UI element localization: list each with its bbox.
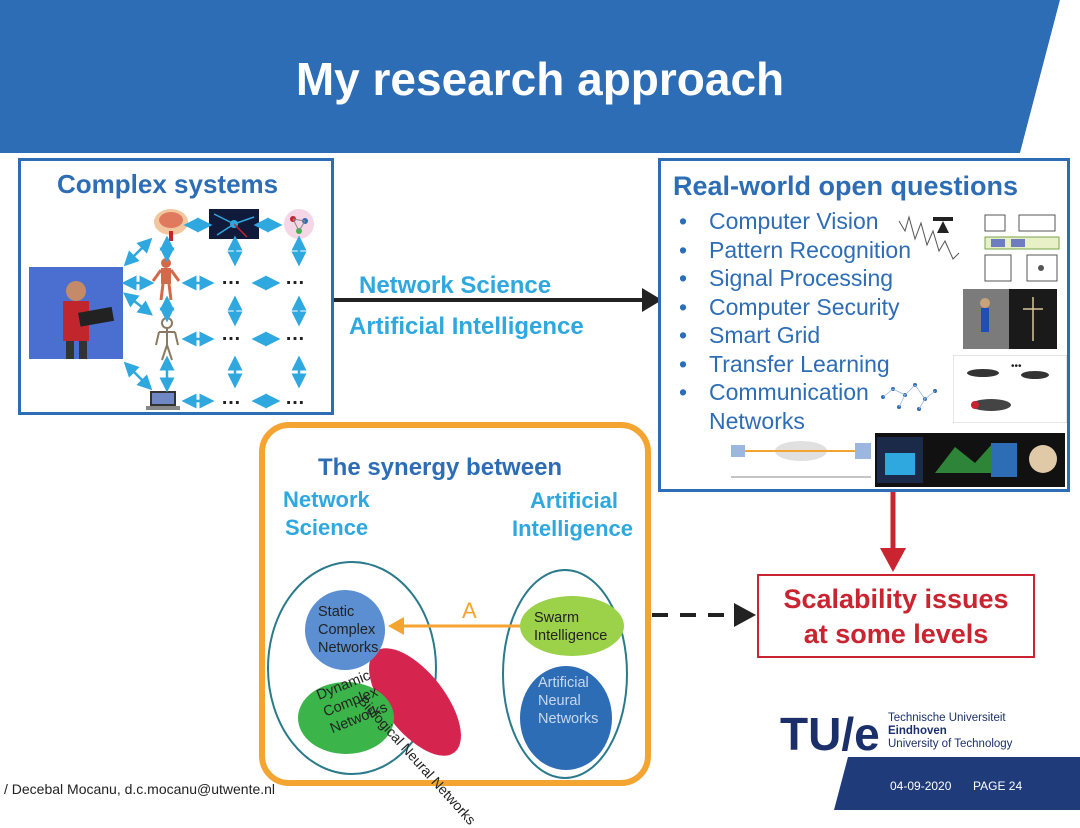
drones-image: ••• [953,355,1067,423]
laptop-image [145,389,181,418]
scalability-issues-box: Scalability issues at some levels [757,574,1035,658]
ellipsis: … [285,387,305,409]
complex-systems-box: Complex systems [18,158,334,415]
venn-diagram [267,561,628,779]
swarm-intelligence-label: Swarm Intelligence [534,610,608,644]
list-item: •Signal Processing [679,265,894,291]
page-title: My research approach [295,53,785,105]
svg-text:•••: ••• [1011,361,1022,372]
arrow-label-a: A [462,598,477,623]
complex-systems-arrows [121,217,307,409]
header-shape [0,0,1080,153]
artificial-intelligence-heading: Artificial [530,488,619,513]
ellipsis: … [285,267,305,289]
neuron-image [209,209,259,239]
network-science-heading: Science [285,515,369,540]
graph-network-image [881,383,937,411]
list-item: Networks [709,407,805,434]
footer-bar [834,757,1080,810]
list-item: •Smart Grid [679,322,821,348]
network-science-heading: Network [283,487,370,512]
network-image [279,207,319,246]
ellipsis: … [221,267,241,289]
list-item: •Communication [679,379,869,405]
brain-image [151,207,191,246]
scalability-line: Scalability issues [783,584,1009,614]
complex-systems-title: Complex systems [57,169,279,199]
open-questions-title: Real-world open questions [673,171,1019,201]
synergy-title: The synergy between [318,454,563,481]
list-item: •Computer Vision [679,208,879,234]
list-item: •Pattern Recognition [679,236,912,263]
list-item: •Transfer Learning [679,350,890,377]
robot-photo [963,289,1057,349]
ellipsis: … [221,323,241,345]
artificial-intelligence-label: Artificial Intelligence [349,313,584,340]
open-questions-box: Real-world open questions •Computer Visi… [658,158,1070,492]
open-questions-list: •Computer Vision •Pattern Recognition •S… [675,207,911,435]
applications-strip-image [875,433,1065,487]
list-item: •Computer Security [679,293,900,320]
ellipsis: … [285,323,305,345]
footer-page-number: PAGE 24 [973,779,1023,793]
artificial-intelligence-heading: Intelligence [512,516,634,541]
network-science-label: Network Science [359,272,552,299]
connector-arrows [334,288,906,627]
scalability-line: at some levels [803,619,989,649]
block-diagram-image [984,214,1060,282]
signal-plot-image [898,215,960,260]
tue-logo-text: Technische Universiteit Eindhoven Univer… [888,712,1013,750]
artificial-neural-networks-label: Artificial Neural Networks [538,675,599,727]
footer-date: 04-09-2020 [890,779,952,793]
person-photo [29,267,123,359]
network-pipeline-image [731,441,871,478]
ellipsis: … [221,387,241,409]
svg-text:TU/e: TU/e [780,708,880,756]
tue-logo: TU/e [780,706,884,761]
header-band [0,0,1080,153]
static-complex-networks-label: Static Complex Networks [318,604,379,656]
footer-author: / Decebal Mocanu, d.c.mocanu@utwente.nl [4,781,276,797]
